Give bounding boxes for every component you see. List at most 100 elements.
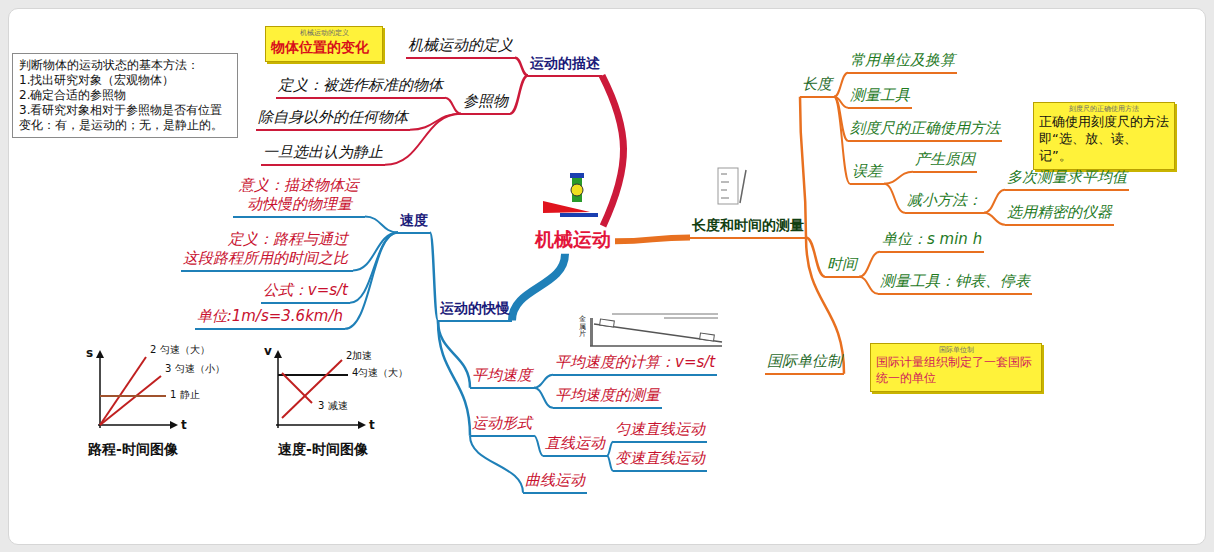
- topic-node: 匀速直线运动: [613, 420, 707, 443]
- topic-node: 产生原因: [913, 150, 977, 173]
- topic-node: 定义：被选作标准的物体: [276, 76, 445, 99]
- topic-node: 运动的描述: [528, 55, 602, 77]
- line-label: 1 静止: [170, 389, 200, 401]
- axis-label: v: [264, 344, 272, 358]
- branch-line: [512, 254, 565, 321]
- topic-text: 意义：描述物体运动快慢的物理量: [235, 176, 363, 214]
- axis-label: t: [181, 418, 187, 432]
- branch-line: [834, 73, 848, 97]
- branch-line: [345, 233, 398, 329]
- branch-line: [615, 238, 690, 242]
- branch-line: [859, 277, 878, 294]
- topic-text: 长度: [802, 75, 832, 94]
- branch-line: [884, 184, 905, 213]
- branch-line: [365, 217, 398, 233]
- topic-text: 长度和时间的测量: [692, 217, 804, 235]
- topic-node: 定义：路程与通过这段路程所用的时间之比: [181, 230, 353, 272]
- branch-line: [602, 76, 624, 227]
- line-label: 2加速: [346, 350, 372, 362]
- line-label: 2 匀速（大）: [150, 344, 210, 356]
- note-box: 刻度尺的正确使用方法正确使用刻度尺的方法即“选、放、读、记”。: [1033, 102, 1175, 170]
- note-text: 物体位置的变化: [271, 38, 377, 56]
- central-topic: 机械运动: [533, 226, 613, 254]
- graph-caption: 速度-时间图像: [278, 441, 368, 458]
- graph-caption: 路程-时间图像: [88, 441, 178, 458]
- topic-text: 单位：s min h: [882, 230, 982, 249]
- branch-line: [510, 76, 528, 114]
- topic-text: 直线运动: [545, 434, 605, 453]
- topic-text: 时间: [827, 255, 857, 274]
- topic-node: 参照物: [461, 92, 510, 115]
- axis-label: t: [369, 418, 375, 432]
- topic-node: 平均速度的计算：v=s/t: [553, 353, 717, 376]
- topic-node: 变速直线运动: [613, 449, 707, 472]
- topic-text: 平均速度的测量: [555, 386, 660, 405]
- topic-text: 产生原因: [915, 150, 975, 169]
- topic-text: 除自身以外的任何物体: [258, 108, 408, 127]
- topic-text: 一旦选出认为静止: [263, 143, 383, 162]
- topic-text: 参照物: [463, 92, 508, 111]
- topic-node: 长度和时间的测量: [690, 217, 806, 239]
- topic-text: 平均速度的计算：v=s/t: [555, 353, 715, 372]
- topic-text: 定义：路程与通过这段路程所用的时间之比: [183, 230, 351, 268]
- note-box: 国际单位制国际计量组织制定了一套国际统一的单位: [870, 343, 1042, 392]
- line-label: 3 匀速（小）: [165, 363, 225, 375]
- branch-line: [410, 114, 461, 130]
- line-label: 4匀速（大）: [352, 367, 408, 379]
- topic-node: 国际单位制: [765, 352, 844, 375]
- topic-node: 减小方法：: [905, 191, 984, 214]
- topic-node: 刻度尺的正确使用方法: [848, 119, 1002, 142]
- branch-line: [438, 321, 470, 436]
- topic-text: 选用精密的仪器: [1007, 203, 1112, 222]
- note-box: 机械运动的定义物体位置的变化: [265, 26, 383, 62]
- topic-text: 测量工具：钟表、停表: [880, 272, 1030, 291]
- note-text: 国际计量组织制定了一套国际统一的单位: [876, 355, 1036, 386]
- topic-node: 多次测量求平均值: [1005, 168, 1129, 191]
- topic-text: 多次测量求平均值: [1007, 168, 1127, 187]
- topic-node: 平均速度的测量: [553, 386, 662, 409]
- topic-node: 单位：s min h: [880, 230, 984, 253]
- part-label: 金属片: [579, 316, 586, 339]
- topic-node: 测量工具：钟表、停表: [878, 272, 1032, 295]
- topic-node: 一旦选出认为静止: [261, 143, 385, 166]
- topic-node: 时间: [825, 255, 859, 278]
- topic-node: 除自身以外的任何物体: [256, 108, 410, 131]
- topic-text: 机械运动的定义: [408, 36, 513, 55]
- topic-text: 国际单位制: [767, 352, 842, 371]
- topic-text: 定义：被选作标准的物体: [278, 76, 443, 95]
- topic-node: 平均速度: [470, 366, 534, 389]
- topic-text: 速度: [400, 212, 428, 230]
- topic-text: 机械运动: [535, 228, 611, 252]
- branch-line: [984, 190, 1005, 213]
- branch-line: [534, 436, 543, 456]
- branch-line: [470, 436, 523, 493]
- topic-node: 机械运动的定义: [406, 36, 515, 59]
- method-box: 判断物体的运动状态的基本方法：1.找出研究对象（宏观物体）2.确定合适的参照物3…: [12, 53, 238, 138]
- note-heading: 国际单位制: [876, 346, 1036, 354]
- topic-node: 选用精密的仪器: [1005, 203, 1114, 226]
- topic-node: 单位:1m/s=3.6km/h: [195, 307, 345, 330]
- topic-text: 测量工具: [850, 86, 910, 105]
- topic-node: 误差: [850, 162, 884, 185]
- topic-node: 直线运动: [543, 434, 607, 457]
- topic-node: 意义：描述物体运动快慢的物理量: [233, 176, 365, 218]
- method-line: 2.确定合适的参照物: [19, 88, 231, 103]
- topic-node: 运动形式: [470, 414, 534, 437]
- topic-node: 运动的快慢: [438, 300, 512, 322]
- axis-label: s: [86, 346, 93, 360]
- note-heading: 机械运动的定义: [271, 29, 377, 37]
- topic-node: 速度: [398, 212, 430, 234]
- topic-text: 曲线运动: [525, 471, 585, 490]
- topic-text: 误差: [852, 162, 882, 181]
- topic-node: 公式：v=s/t: [261, 281, 350, 304]
- branch-line: [534, 375, 553, 388]
- note-heading: 刻度尺的正确使用方法: [1039, 105, 1169, 113]
- topic-text: 运动形式: [472, 414, 532, 433]
- topic-text: 刻度尺的正确使用方法: [850, 119, 1000, 138]
- branch-line: [859, 252, 880, 277]
- method-line: 3.看研究对象相对于参照物是否有位置变化：有，是运动的；无，是静止的。: [19, 103, 231, 133]
- topic-text: 公式：v=s/t: [263, 281, 348, 300]
- branch-line: [515, 58, 528, 76]
- topic-text: 变速直线运动: [615, 449, 705, 468]
